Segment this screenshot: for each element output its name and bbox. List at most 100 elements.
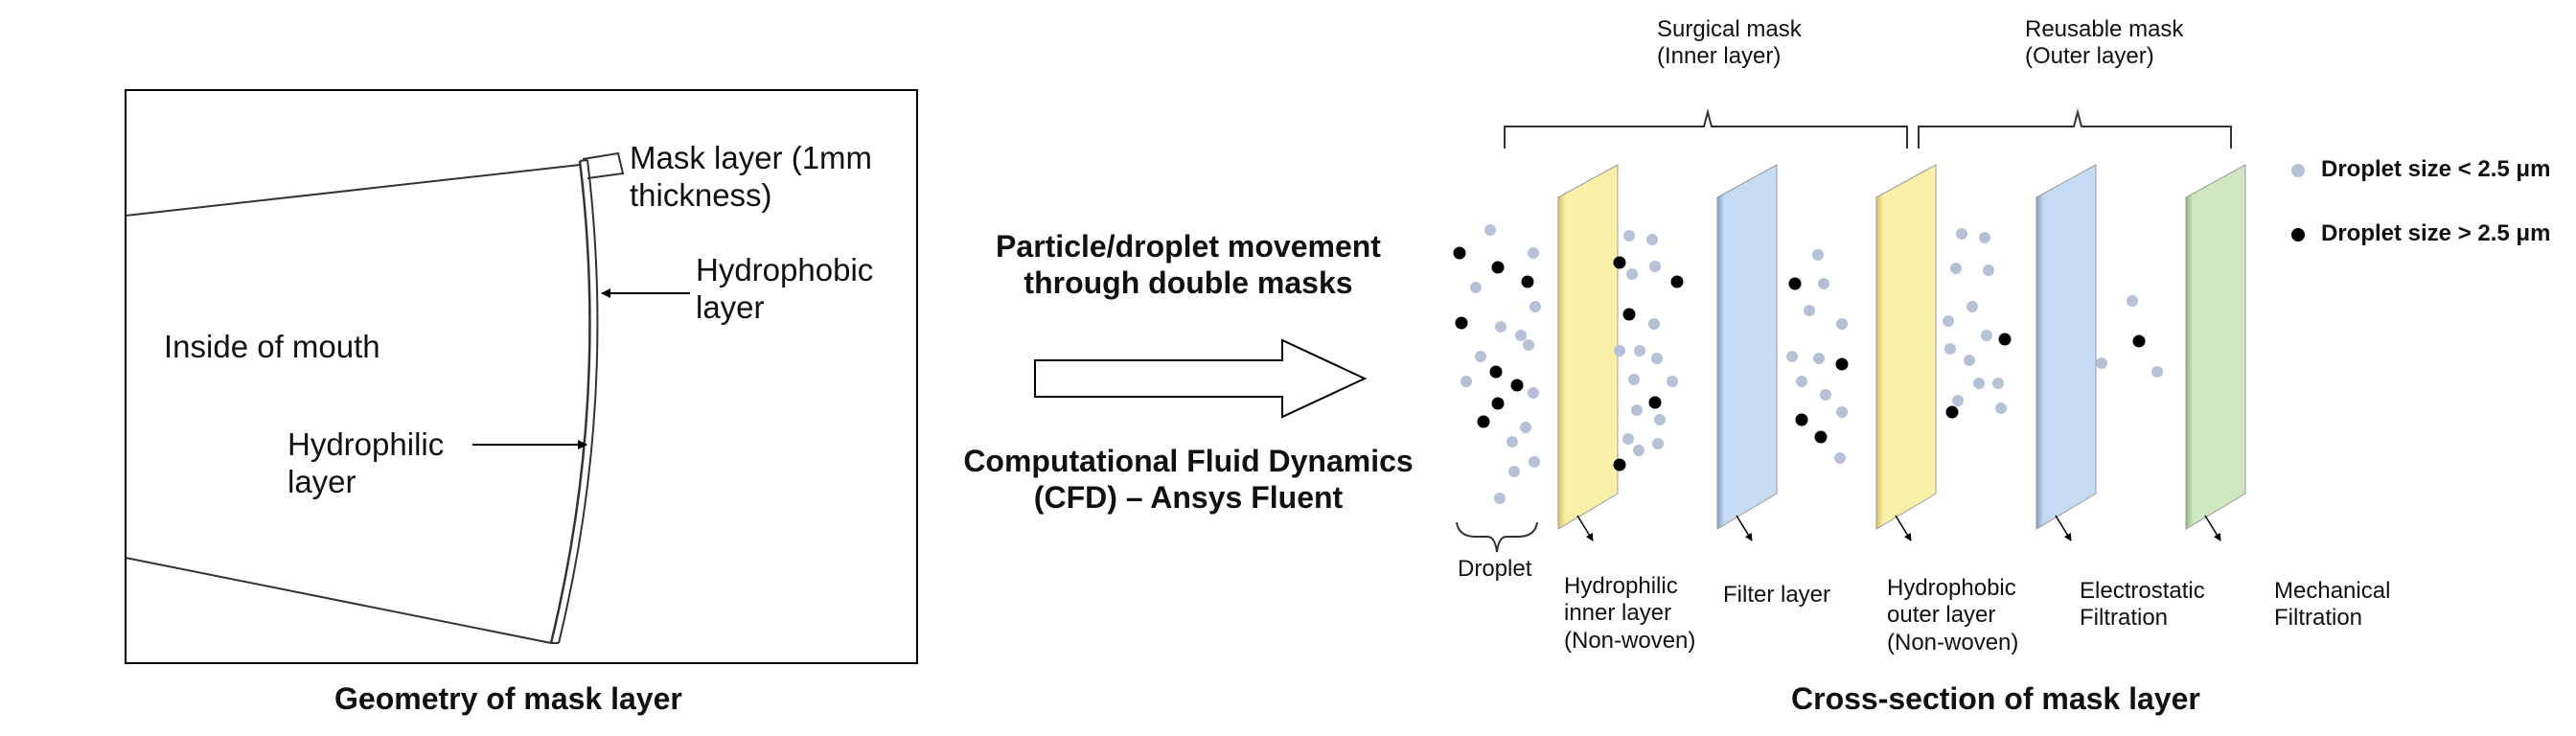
small-droplet-dot [1495,321,1506,333]
small-droplet-dot [1530,301,1541,312]
large-droplet-dot [1622,308,1636,321]
small-droplet-dot [1648,318,1660,330]
small-droplet-dot [1836,318,1848,330]
small-droplet-dot [1966,301,1978,312]
large-droplet-dot [1613,458,1626,472]
small-droplet-dot [1813,353,1825,364]
small-droplet-dot [1983,264,1994,276]
middle-heading: Particle/droplet movement through double… [996,229,1381,300]
layer-label-electrostatic: Electrostatic Filtration [2080,578,2205,632]
hydrophobic-outer-arrow [1895,515,1912,541]
legend-large-droplet-marker [2291,228,2305,242]
small-droplet-dot [2096,357,2107,369]
large-droplet-dot [1613,256,1626,269]
large-droplet-dot [1521,275,1534,288]
droplet-label: Droplet [1458,556,1532,582]
large-droplet-dot [1788,277,1802,290]
small-droplet-dot [1964,355,1975,366]
small-droplet-dot [1529,456,1540,468]
large-droplet-dot [1453,246,1466,260]
large-droplet-dot [1510,379,1524,392]
small-droplet-dot [1943,315,1954,327]
layer-label-hydrophobic-outer: Hydrophobic outer layer (Non-woven) [1887,575,2019,656]
droplet-brace [1456,521,1538,553]
geometry-frame [125,89,918,664]
large-droplet-dot [1489,365,1503,379]
large-droplet-dot [1814,430,1828,444]
electrostatic-panel [2036,164,2097,530]
small-droplet-dot [1818,278,1829,289]
reusable-mask-label: Reusable mask (Outer layer) [2025,16,2184,70]
small-droplet-dot [1786,351,1798,362]
small-droplet-dot [1633,445,1644,456]
small-droplet-dot [1470,282,1482,293]
layer-label-filter: Filter layer [1723,582,1831,608]
mask-geometry-shape [125,159,599,644]
big-right-arrow [1034,338,1368,419]
hydrophilic-inner-panel [1557,164,1619,530]
small-droplet-dot [1614,345,1625,356]
small-droplet-dot [1460,376,1472,387]
large-droplet-dot [1455,316,1468,330]
filter-layer-panel [1716,164,1778,530]
filter-layer-arrow [1736,515,1753,541]
hydrophilic-layer-label: Hydrophilic layer [288,426,445,499]
small-droplet-dot [1979,232,1990,243]
surgical-mask-label: Surgical mask (Inner layer) [1657,16,1802,70]
small-droplet-dot [1506,436,1518,448]
small-droplet-dot [1515,330,1527,341]
small-droplet-dot [1667,376,1678,387]
small-droplet-dot [2151,366,2163,378]
layer-label-hydrophilic-inner: Hydrophilic inner layer (Non-woven) [1564,573,1696,654]
small-droplet-dot [1651,353,1663,364]
legend-large-droplet-label: Droplet size > 2.5 μm [2321,220,2551,246]
small-droplet-dot [1628,374,1640,385]
inside-of-mouth-label: Inside of mouth [164,329,380,364]
large-droplet-dot [1835,357,1849,371]
small-droplet-dot [1812,249,1824,261]
large-droplet-dot [1491,261,1505,274]
small-droplet-dot [1820,389,1831,401]
small-droplet-dot [1944,343,1956,355]
hydrophilic-inner-arrow [1576,515,1594,541]
small-droplet-dot [1475,351,1486,362]
small-droplet-dot [1995,402,2007,414]
large-droplet-dot [1795,413,1808,426]
small-droplet-dot [1528,247,1539,259]
small-droplet-dot [1623,230,1635,242]
droplets [1453,224,2163,504]
small-droplet-dot [1973,378,1985,389]
small-droplet-dot [1652,438,1664,449]
small-droplet-dot [1528,387,1539,399]
small-droplet-dot [1952,395,1964,406]
small-droplet-dot [1804,305,1815,316]
hydrophobic-layer-label: Hydrophobic layer [696,252,874,325]
small-droplet-dot [1626,268,1638,280]
electrostatic-arrow [2055,515,2072,541]
cross-section-caption: Cross-section of mask layer [1791,681,2200,716]
small-droplet-dot [1508,466,1520,477]
small-droplet-dot [1484,224,1496,236]
small-droplet-dot [1796,376,1807,387]
mechanical-arrow [2204,515,2221,541]
small-droplet-dot [1836,406,1848,418]
small-droplet-dot [1992,378,2004,389]
hydrophobic-outer-panel [1875,164,1937,530]
small-droplet-dot [1494,493,1506,504]
small-droplet-dot [2127,295,2138,307]
mask-layer-callout [582,151,625,179]
large-droplet-dot [1477,415,1490,428]
large-droplet-dot [2132,334,2146,348]
small-droplet-dot [1520,422,1531,433]
small-droplet-dot [1523,339,1534,351]
small-droplet-dot [1956,228,1967,240]
method-label: Computational Fluid Dynamics (CFD) – Ans… [963,444,1414,515]
small-droplet-dot [1634,345,1645,356]
small-droplet-dot [1950,263,1962,274]
large-droplet-dot [1998,333,2012,346]
small-droplet-dot [1654,414,1666,426]
mechanical-panel [2185,164,2246,530]
mask-layers [1557,164,2246,541]
legend-small-droplet-label: Droplet size < 2.5 μm [2321,156,2551,182]
